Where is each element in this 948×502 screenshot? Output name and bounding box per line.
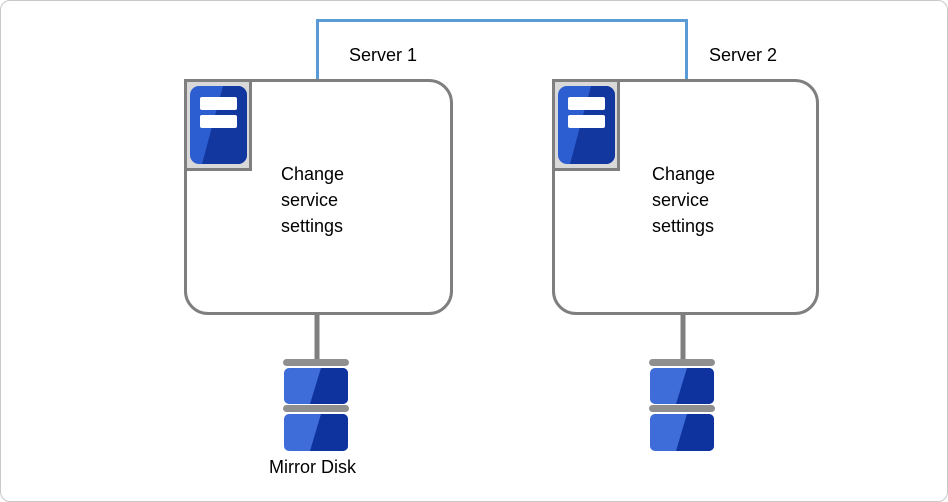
- server-tower-icon: [557, 86, 615, 164]
- disk-platter-divider: [283, 359, 349, 366]
- mirror-disk-icon: [283, 359, 349, 451]
- server1-label: Server 1: [349, 45, 418, 65]
- mirror-disk-icon: [649, 359, 715, 451]
- server2-label: Server 2: [709, 45, 778, 65]
- disk-platter-divider: [649, 359, 715, 366]
- server2-action-text: Change service settings: [652, 164, 716, 236]
- server1-icon-frame: [184, 79, 252, 171]
- disk-platter-divider: [283, 405, 349, 412]
- mirror-disk-label: Mirror Disk: [269, 457, 356, 477]
- disk-platter-divider: [649, 405, 715, 412]
- server1-action-text: Change service settings: [281, 164, 345, 236]
- server-tower-icon: [189, 86, 247, 164]
- server2-icon-frame: [552, 79, 620, 171]
